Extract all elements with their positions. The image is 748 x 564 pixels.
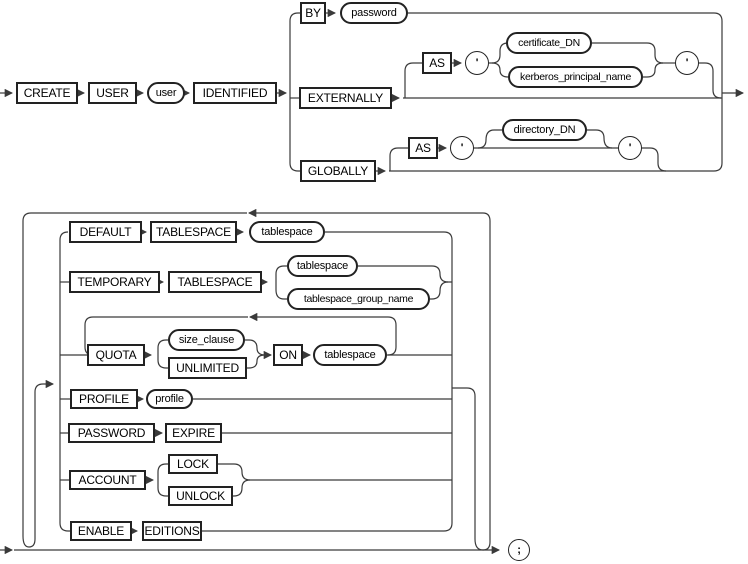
quote-terminal-open-global: '	[450, 136, 474, 160]
keyword-externally: EXTERNALLY	[299, 87, 392, 109]
keyword-by: BY	[300, 2, 326, 24]
keyword-lock: LOCK	[168, 454, 218, 474]
param-tablespace-group-name: tablespace_group_name	[287, 288, 430, 310]
keyword-default: DEFAULT	[69, 221, 142, 243]
keyword-as-global: AS	[408, 137, 438, 159]
semicolon-terminal: ;	[508, 539, 530, 561]
keyword-as-external: AS	[422, 52, 452, 74]
keyword-create: CREATE	[16, 82, 78, 104]
param-directory-dn: directory_DN	[502, 119, 587, 141]
param-tablespace-quota: tablespace	[313, 344, 387, 366]
keyword-expire: EXPIRE	[165, 423, 222, 443]
param-password: password	[340, 2, 408, 24]
keyword-profile: PROFILE	[70, 389, 138, 409]
keyword-globally: GLOBALLY	[300, 160, 376, 182]
keyword-editions: EDITIONS	[142, 521, 202, 541]
param-profile: profile	[146, 389, 193, 409]
keyword-quota: QUOTA	[87, 344, 145, 366]
keyword-enable: ENABLE	[70, 521, 132, 541]
param-size-clause: size_clause	[168, 329, 245, 351]
keyword-password: PASSWORD	[68, 423, 155, 443]
quote-terminal-close-external: '	[675, 51, 699, 75]
param-tablespace-temporary: tablespace	[287, 255, 358, 277]
param-tablespace-default: tablespace	[249, 221, 325, 243]
keyword-tablespace-temporary: TABLESPACE	[168, 271, 262, 293]
param-kerberos-principal-name: kerberos_principal_name	[508, 66, 643, 88]
keyword-on: ON	[273, 344, 303, 366]
keyword-temporary: TEMPORARY	[69, 271, 160, 293]
keyword-account: ACCOUNT	[69, 470, 146, 490]
quote-terminal-open-external: '	[465, 51, 489, 75]
keyword-unlock: UNLOCK	[168, 486, 233, 506]
param-certificate-dn: certificate_DN	[506, 32, 592, 54]
keyword-unlimited: UNLIMITED	[168, 357, 247, 379]
keyword-tablespace-default: TABLESPACE	[150, 221, 237, 243]
quote-terminal-close-global: '	[618, 136, 642, 160]
param-user: user	[147, 82, 185, 104]
keyword-user: USER	[88, 82, 137, 104]
keyword-identified: IDENTIFIED	[193, 82, 277, 104]
